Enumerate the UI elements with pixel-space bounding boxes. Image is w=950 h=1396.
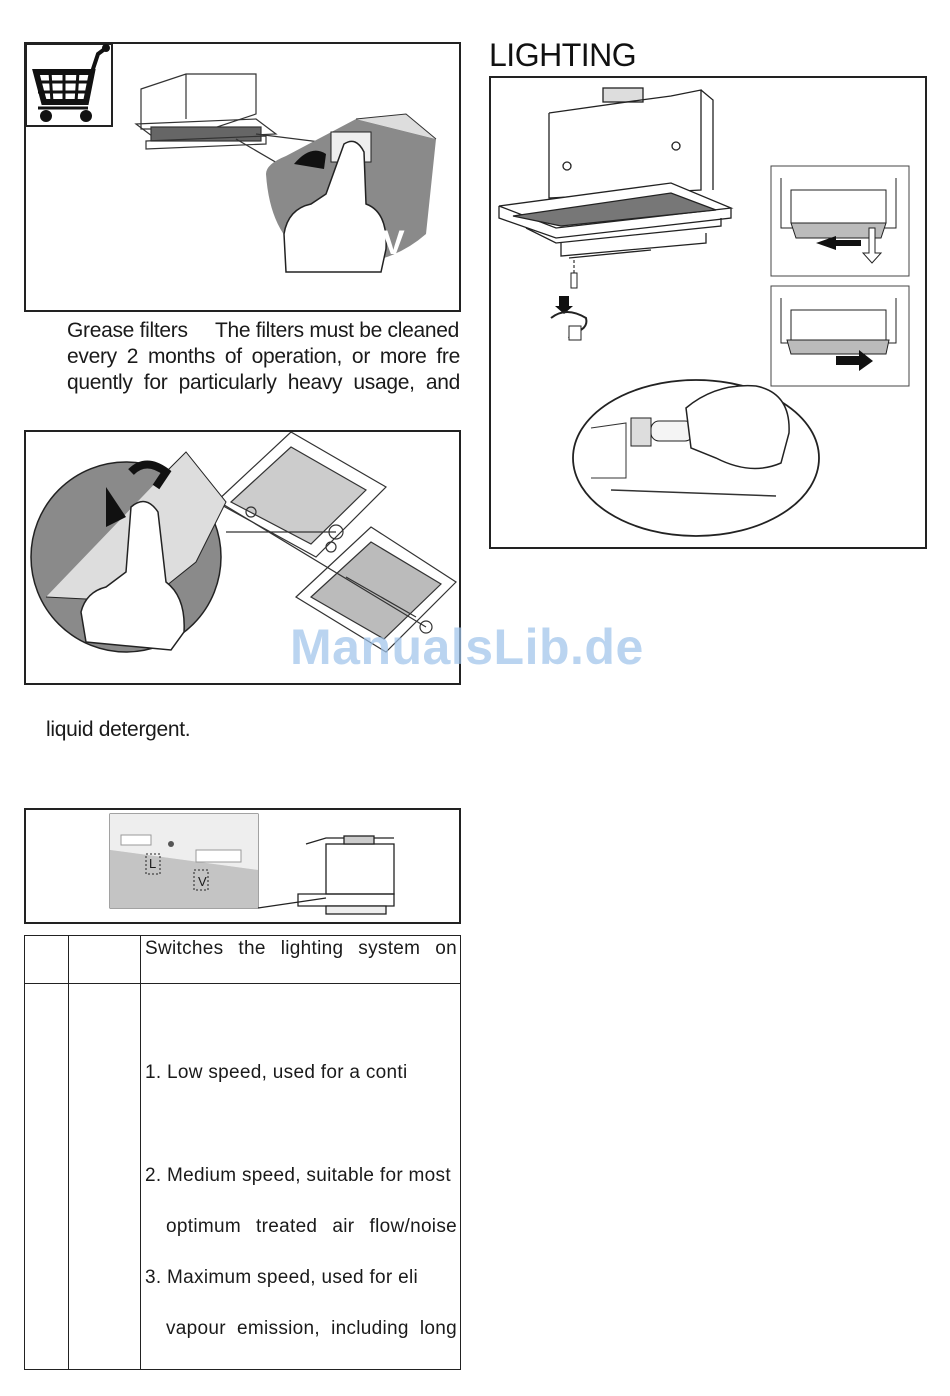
arrow-down-icon <box>861 227 883 264</box>
figure-filter-removal: V <box>24 42 461 312</box>
arrow-right-icon <box>836 350 873 371</box>
arrow-icon <box>106 487 126 527</box>
arrow-left-icon <box>816 236 861 250</box>
grease-filters-line-2: every 2 months of operation, or more fre <box>67 345 460 368</box>
speed-key-label: V <box>198 874 207 889</box>
table-row-speed-3b: vapour emission, including long <box>166 1318 457 1339</box>
arrow-icon <box>294 150 326 169</box>
controls-table: Switches the lighting system on 1. Low s… <box>24 935 461 1370</box>
hand-illustration <box>283 140 387 273</box>
table-row-lighting-text: Switches the lighting system on <box>145 938 457 959</box>
inset-lamp-cover-slide <box>770 285 910 387</box>
shopping-cart-icon <box>26 44 113 127</box>
arrow-down-icon <box>555 296 573 314</box>
hood-drawing <box>257 835 395 915</box>
watermark: ManualsLib.de <box>290 619 644 675</box>
inset-lamp-cover-open <box>770 165 910 277</box>
grease-filters-line-3: quently for particularly heavy usage, an… <box>67 371 460 394</box>
hand-illustration <box>685 384 790 470</box>
figure-filter-latch <box>24 430 461 685</box>
figure-control-panel: L V <box>24 808 461 924</box>
bulb-icon <box>650 420 694 442</box>
magnified-bulb-replacement <box>572 379 820 537</box>
hood-drawing <box>498 87 734 259</box>
table-row-speed-2: 2. Medium speed, suitable for most <box>145 1165 451 1186</box>
filter-panel-drawing <box>210 432 457 653</box>
hand-illustration <box>80 500 185 651</box>
table-row-speed-1: 1. Low speed, used for a conti <box>145 1062 408 1083</box>
table-row-speed-3: 3. Maximum speed, used for eli <box>145 1267 419 1288</box>
grease-filters-line-1: Grease filters The filters must be clean… <box>67 319 459 342</box>
svg-text:V: V <box>382 224 405 262</box>
hood-drawing <box>134 73 337 175</box>
table-row-speed-2b: optimum treated air flow/noise <box>166 1216 457 1237</box>
figure-lighting <box>489 76 927 549</box>
lighting-heading: LIGHTING <box>489 37 637 73</box>
liquid-detergent-text: liquid detergent. <box>46 718 191 741</box>
lighting-key-label: L <box>149 856 157 871</box>
screw-removal-drawing <box>550 260 588 341</box>
